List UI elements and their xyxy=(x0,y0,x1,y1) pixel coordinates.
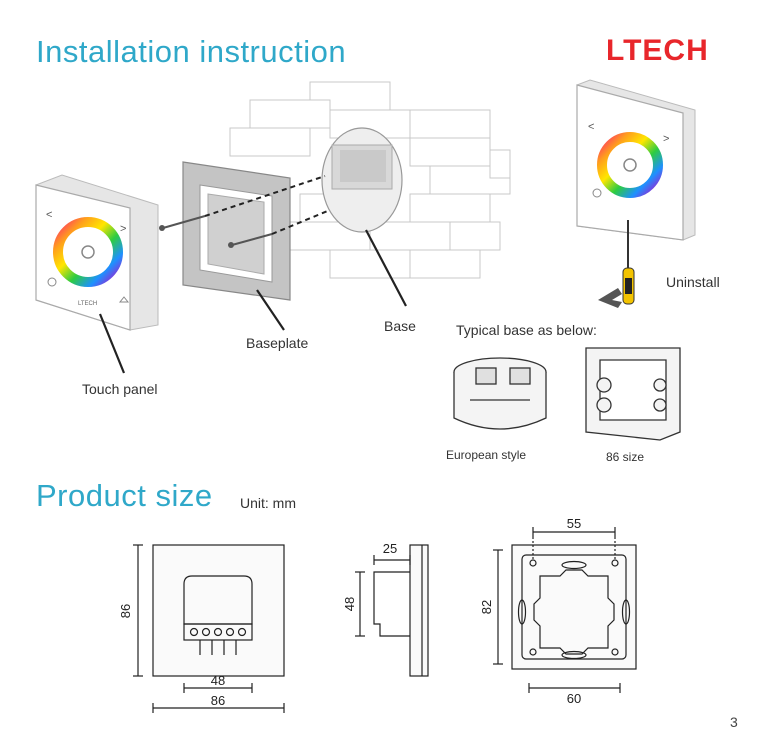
back-height-value: 82 xyxy=(479,600,494,614)
european-base-drawing xyxy=(453,357,547,430)
unit-label: Unit: mm xyxy=(240,495,296,511)
screwdriver-icon xyxy=(622,220,635,305)
wall-base-box xyxy=(321,127,403,233)
uninstall-arrow-icon xyxy=(598,288,622,308)
back-top-value: 55 xyxy=(567,516,581,531)
svg-text:<: < xyxy=(588,121,594,133)
european-style-label: European style xyxy=(446,448,527,462)
typical-base-label: Typical base as below: xyxy=(456,322,597,338)
baseplate-label: Baseplate xyxy=(246,335,309,351)
touch-panel-label: Touch panel xyxy=(82,381,158,397)
side-height-value: 48 xyxy=(342,597,357,611)
brand-logo: LTECH xyxy=(606,34,709,67)
front-height-value: 86 xyxy=(118,604,133,618)
brick-wall xyxy=(229,81,511,279)
uninstall-label: Uninstall xyxy=(666,274,720,290)
front-inner-width-value: 48 xyxy=(211,673,225,688)
page-number: 3 xyxy=(730,714,738,730)
uninstall-panel-drawing: < > xyxy=(576,79,696,241)
front-view-outline xyxy=(152,544,285,677)
side-depth-value: 25 xyxy=(383,541,397,556)
section-title-product-size: Product size xyxy=(36,478,213,513)
touch-panel-drawing: < > xyxy=(35,174,159,331)
section-title-installation: Installation instruction xyxy=(36,34,347,69)
alignment-lines xyxy=(204,175,331,235)
svg-text:<: < xyxy=(46,209,52,221)
back-view-frame xyxy=(533,569,615,655)
baseplate-drawing xyxy=(182,161,291,301)
side-view-plate xyxy=(409,544,429,677)
screws xyxy=(162,215,273,246)
size86-label: 86 size xyxy=(606,450,645,464)
size86-base-drawing xyxy=(585,347,681,441)
svg-text:>: > xyxy=(120,223,126,235)
base-label: Base xyxy=(384,318,416,334)
svg-text:>: > xyxy=(663,133,669,145)
leader-lines xyxy=(98,229,407,374)
front-view-body xyxy=(183,575,253,625)
front-outer-width-value: 86 xyxy=(211,693,225,708)
side-view-body xyxy=(373,571,410,637)
panel-brand-small: LTECH xyxy=(78,301,97,307)
back-bottom-value: 60 xyxy=(567,691,581,706)
